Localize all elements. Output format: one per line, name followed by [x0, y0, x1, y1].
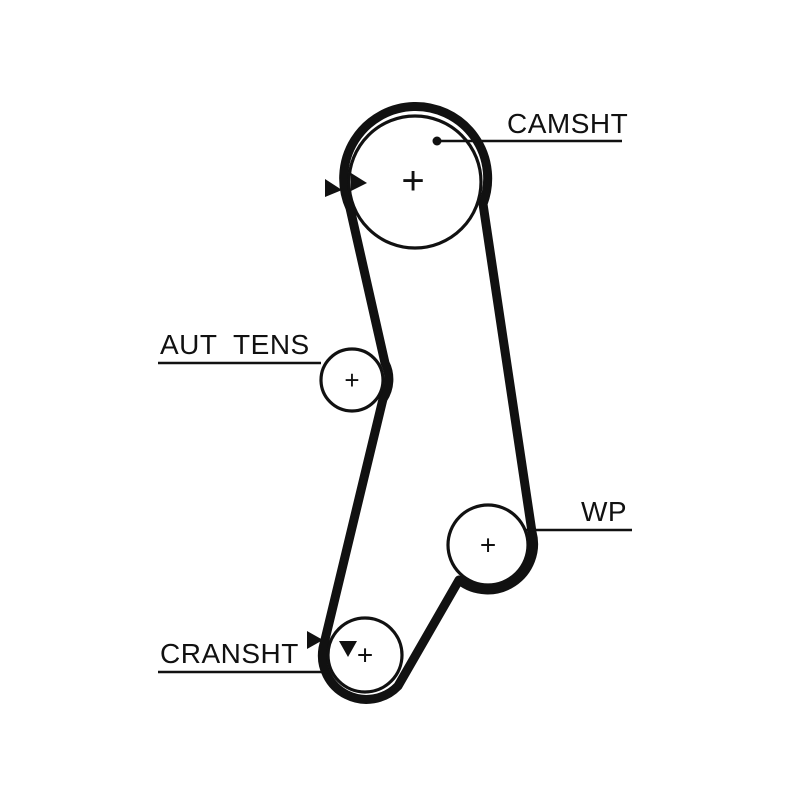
camshaft-label: CAMSHT	[507, 108, 628, 139]
water-pump-label: WP	[581, 496, 627, 527]
tensioner-pulley	[319, 347, 385, 413]
crankshaft-timing-mark-icon	[307, 631, 323, 649]
camshaft-pulley	[347, 114, 483, 250]
camshaft-timing-mark-icon	[351, 173, 367, 191]
crankshaft-center-mark: +	[357, 640, 373, 671]
crankshaft-label: CRANSHT	[160, 638, 299, 669]
tensioner-center-mark: +	[344, 365, 359, 395]
timing-belt-path	[317, 102, 539, 704]
camshaft-center-mark: +	[401, 159, 424, 203]
crankshaft-pulley	[326, 616, 404, 694]
camshaft-timing-mark-icon	[325, 179, 342, 197]
water-pump-pulley	[446, 503, 530, 587]
water-pump-center-mark: +	[480, 530, 496, 561]
crankshaft-timing-mark-icon	[339, 641, 357, 657]
tensioner-label: AUT TENS	[160, 329, 310, 360]
